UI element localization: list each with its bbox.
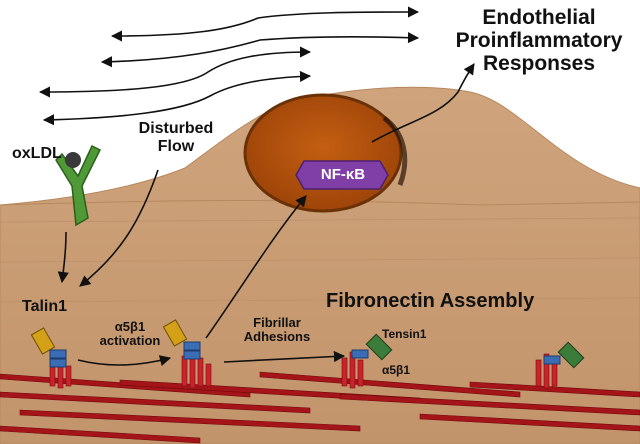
responses-label: Endothelial Proinflammatory Responses <box>455 6 623 76</box>
oxldl-to-talin-arrow <box>57 231 69 284</box>
nfkb-label: NF-κB <box>320 166 366 183</box>
nucleus <box>243 93 403 213</box>
fibrillar-adhesions-label: Fibrillar Adhesions <box>243 315 311 345</box>
oxldl-label: oxLDL <box>12 145 62 162</box>
to-nfkb-arrow <box>205 195 307 339</box>
fibrillar-arrow <box>223 350 346 363</box>
fibronectin-assembly-label: Fibronectin Assembly <box>326 290 535 312</box>
fibril-clusters <box>49 349 558 389</box>
flow-arrows <box>38 6 420 126</box>
oxldl-receptor <box>55 144 102 227</box>
a5b1-label: α5β1 <box>382 363 411 377</box>
tensin1-label: Tensin1 <box>382 327 427 341</box>
nfkb-box <box>295 160 389 190</box>
a5b1-activation-label: α5β1 activation <box>99 319 161 349</box>
talin1-label: Talin1 <box>22 298 68 315</box>
activation-arrow <box>77 355 172 367</box>
flow-to-talin-arrow <box>79 169 159 287</box>
nfkb-to-responses-arrow <box>371 63 475 143</box>
disturbed-flow-label: Disturbed Flow <box>138 120 214 155</box>
integrin-receptors <box>30 319 585 369</box>
